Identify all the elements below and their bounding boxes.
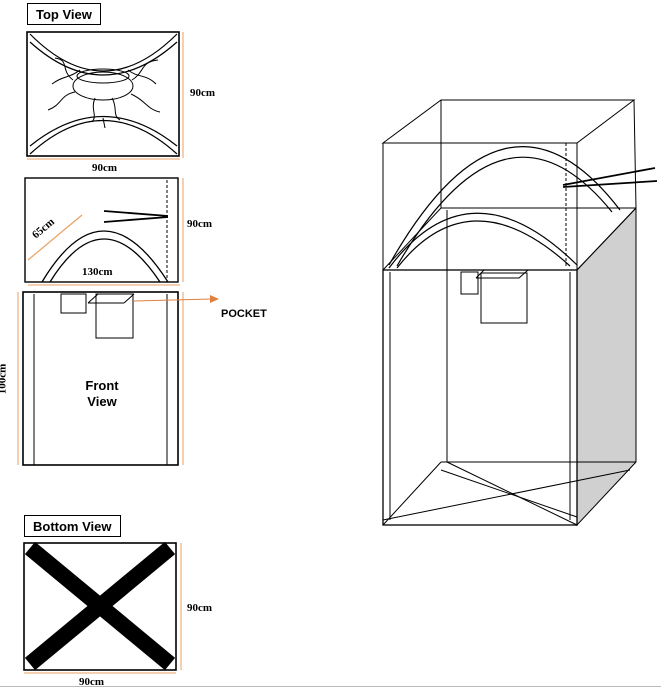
bottom-view-title: Bottom View — [24, 515, 121, 537]
bottom-view-drawing — [23, 541, 182, 674]
top-view-width-label: 90cm — [92, 162, 118, 174]
front-view-height-label: 100cm — [0, 363, 9, 395]
front-view-title-line1: Front — [85, 378, 119, 393]
isometric-bag-drawing — [381, 99, 658, 527]
bottom-divider — [0, 686, 661, 687]
top-view-depth-label: 90cm — [190, 87, 216, 99]
top-view-title: Top View — [27, 3, 101, 25]
side-view-arc-width-label: 130cm — [82, 266, 113, 278]
side-view-drawing — [24, 177, 184, 286]
top-view-drawing — [26, 31, 184, 160]
front-view-title: Front View — [72, 378, 132, 410]
bottom-view-width-label: 90cm — [79, 676, 105, 688]
pocket-label: POCKET — [221, 308, 267, 320]
front-view-drawing — [17, 291, 219, 466]
front-view-title-line2: View — [87, 394, 117, 409]
side-view-height-label: 90cm — [187, 218, 213, 230]
bottom-view-height-label: 90cm — [187, 602, 213, 614]
